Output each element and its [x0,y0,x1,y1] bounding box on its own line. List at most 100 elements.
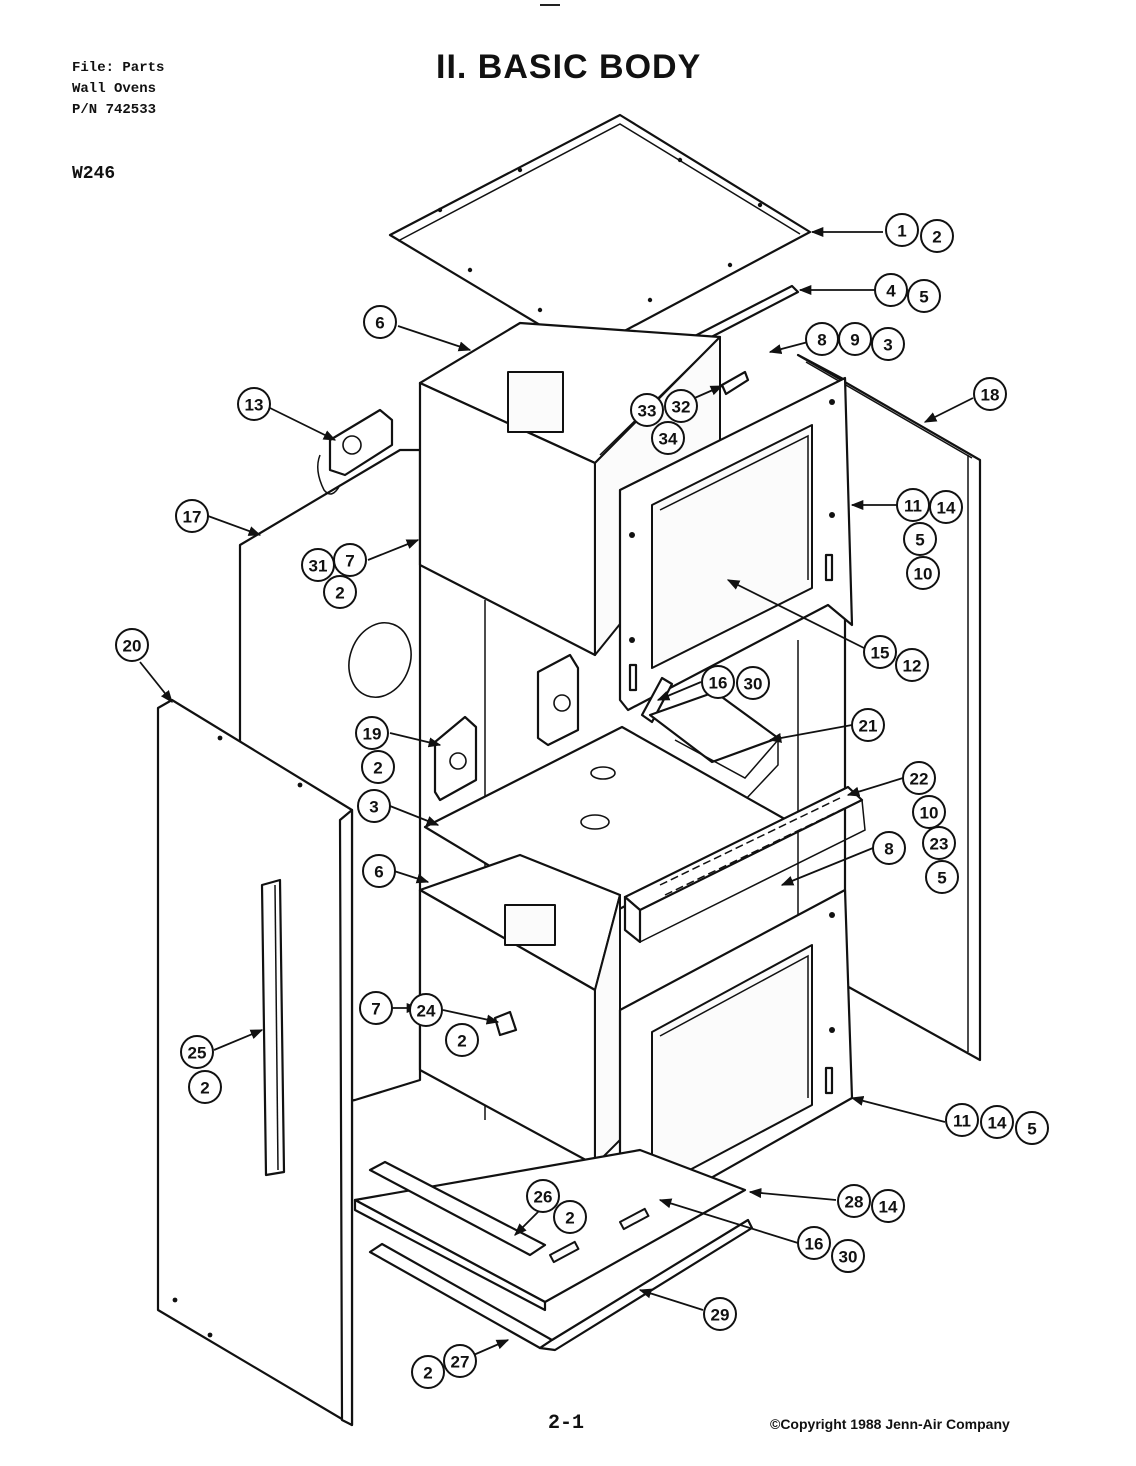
callout-circle [526,1179,560,1213]
callout-label: 16 [805,1235,824,1254]
callout-circle [906,556,940,590]
callout-5: 5 [1015,1111,1049,1145]
callout-13: 13 [237,387,271,421]
callout-circle [359,991,393,1025]
callout-33: 33 [630,393,664,427]
file-info: File: Parts Wall Ovens P/N 742533 [72,58,164,121]
callout-2: 2 [553,1200,587,1234]
callout-6: 6 [363,305,397,339]
callout-circle [871,1189,905,1223]
front-side-panel [156,698,354,1427]
callout-4: 4 [874,273,908,307]
callout-circle [180,1035,214,1069]
callout-5: 5 [903,522,937,556]
vent-grille [623,785,866,944]
callout-17: 17 [175,499,209,533]
callout-23: 23 [922,826,956,860]
callout-circle [863,635,897,669]
upper-rear-cutout [507,371,564,433]
callout-circle [445,1023,479,1057]
callout-label: 1 [897,222,906,241]
callout-label: 20 [123,637,142,656]
callout-circle [851,708,885,742]
callout-1: 1 [885,213,919,247]
callout-11: 11 [896,488,930,522]
callout-label: 5 [919,288,928,307]
upper-front-frame [618,376,854,712]
vent-opening [348,622,412,698]
callout-circle [838,322,872,356]
callout-7: 7 [333,543,367,577]
callout-5: 5 [907,279,941,313]
callout-circle [630,393,664,427]
callout-label: 6 [374,863,383,882]
callout-31: 31 [301,548,335,582]
callout-label: 5 [915,531,924,550]
page-title: II. BASIC BODY [436,48,702,86]
callout-circle [237,387,271,421]
callout-15: 15 [863,635,897,669]
sensor-clip [493,1010,518,1037]
callout-leaders [139,226,974,1361]
file-label: File: Parts [72,60,165,76]
callout-label: 14 [879,1198,898,1217]
callout-29: 29 [703,1297,737,1331]
callout-circle [1015,1111,1049,1145]
callout-label: 7 [345,552,354,571]
callout-11: 11 [945,1103,979,1137]
callout-circle [831,1239,865,1273]
callout-circle [115,628,149,662]
callout-14: 14 [871,1189,905,1223]
callout-label: 2 [932,228,941,247]
callout-label: 2 [423,1364,432,1383]
callout-circle [188,1070,222,1104]
callout-label: 18 [981,386,1000,405]
callout-label: 11 [953,1112,971,1131]
callout-circle [411,1355,445,1389]
callout-6: 6 [362,854,396,888]
side-bracket [433,715,478,802]
callout-circle [362,854,396,888]
callout-circle [736,666,770,700]
callout-2: 2 [188,1070,222,1104]
callout-label: 33 [638,402,657,421]
callout-label: 26 [534,1188,553,1207]
callout-circle [912,795,946,829]
callout-circle [945,1103,979,1137]
callout-circle [357,789,391,823]
callout-circle [896,488,930,522]
callout-circle [973,377,1007,411]
callout-circle [651,421,685,455]
callout-34: 34 [651,421,685,455]
callout-2: 2 [445,1023,479,1057]
callout-circle [175,499,209,533]
callout-label: 12 [903,657,922,676]
callout-12: 12 [895,648,929,682]
callout-3: 3 [871,327,905,361]
callout-circle [363,305,397,339]
callout-16: 16 [701,665,735,699]
callout-label: 2 [565,1209,574,1228]
callout-16: 16 [797,1226,831,1260]
callout-circle [703,1297,737,1331]
callout-label: 28 [845,1193,864,1212]
callout-18: 18 [973,377,1007,411]
callout-label: 10 [920,804,939,823]
callout-circle [922,826,956,860]
callout-label: 7 [371,1000,380,1019]
callout-circle [409,993,443,1027]
front-bottom-rail [368,1218,754,1352]
callout-label: 31 [309,557,328,576]
callout-circle [980,1105,1014,1139]
callout-32: 32 [664,389,698,423]
callout-30: 30 [736,666,770,700]
callout-label: 5 [937,869,946,888]
callout-label: 21 [859,717,878,736]
callout-label: 24 [417,1002,436,1021]
lower-oven-liner [418,853,622,1167]
callout-2: 2 [361,750,395,784]
callout-8: 8 [872,831,906,865]
callout-14: 14 [929,490,963,524]
callout-circle [837,1184,871,1218]
